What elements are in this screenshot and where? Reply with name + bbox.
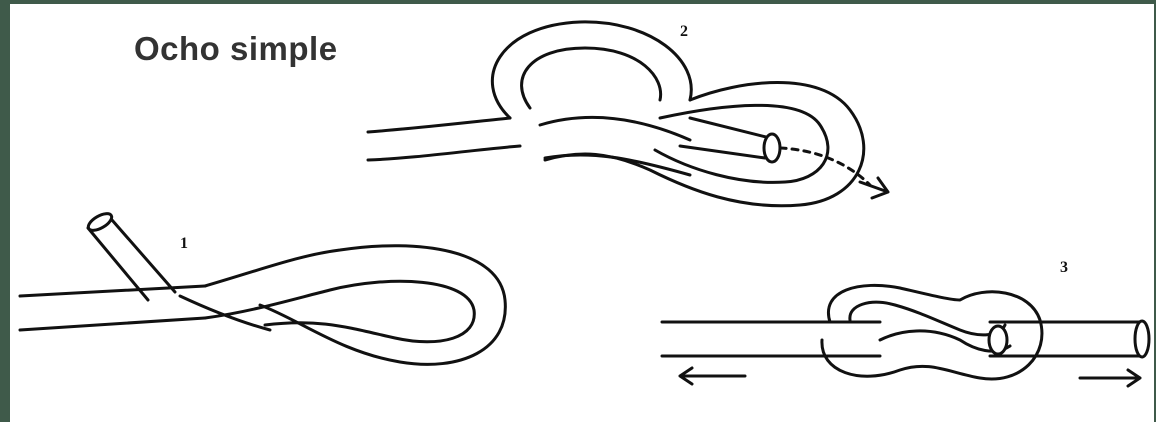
- step-1-drawing: 1: [20, 210, 505, 364]
- step-2-drawing: 2: [368, 22, 888, 206]
- step-2-label: 2: [680, 23, 688, 40]
- step-3-label: 3: [1060, 259, 1068, 276]
- step-3-drawing: 3: [662, 259, 1149, 386]
- step-1-label: 1: [180, 235, 188, 252]
